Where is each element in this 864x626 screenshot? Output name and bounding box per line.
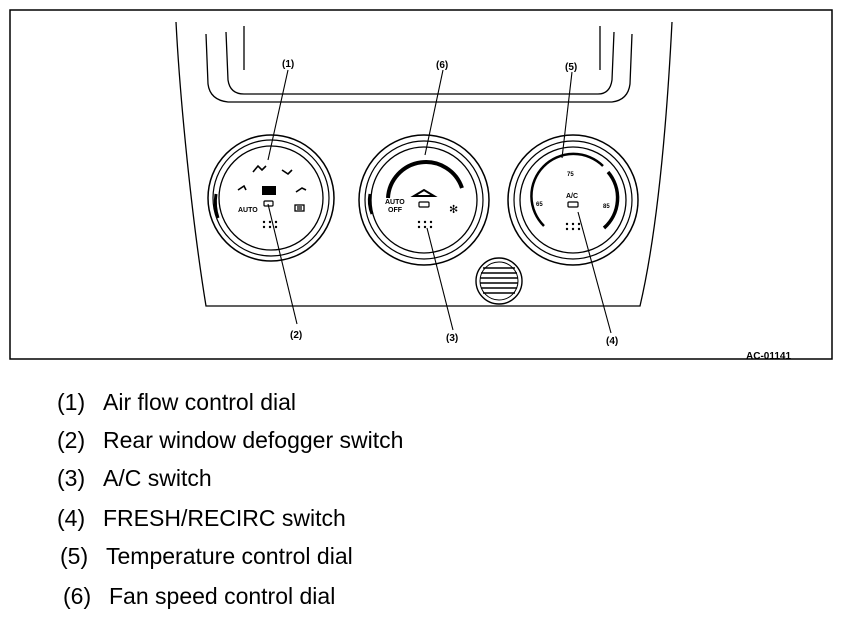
legend-item-2: (2) Rear window defogger switch <box>57 426 403 454</box>
fresh-recirc-switch[interactable] <box>567 201 579 208</box>
legend-item-3: (3) A/C switch <box>57 464 212 492</box>
legend-number: (4) <box>57 505 86 531</box>
callout-4: (4) <box>606 336 618 347</box>
fan-icon: ✻ <box>449 204 458 216</box>
legend: (1) Air flow control dial (2) Rear window … <box>0 382 864 626</box>
indicator-dots <box>565 222 581 231</box>
ac-label: A/C <box>566 193 578 200</box>
indicator-dots <box>262 220 278 229</box>
legend-number: (5) <box>60 543 89 569</box>
temp-label-right: 85 <box>603 204 610 210</box>
temperature-control-dial[interactable]: 75 65 85 A/C <box>507 134 639 266</box>
fan-speed-control-dial[interactable]: AUTO OFF ✻ <box>358 134 490 266</box>
legend-item-5: (5) Temperature control dial <box>60 542 353 570</box>
temp-label-left: 65 <box>536 202 543 208</box>
air-flow-control-dial[interactable]: AUTO <box>207 134 335 262</box>
auto-off-label-line1: AUTO <box>385 199 405 206</box>
defrost-icon <box>262 186 276 195</box>
auto-off-label-line2: OFF <box>388 207 403 214</box>
callout-2: (2) <box>290 330 302 341</box>
figure-code: AC-01141 <box>746 351 791 362</box>
indicator-dots <box>417 220 433 229</box>
callout-1: (1) <box>282 59 294 70</box>
rear-defogger-icon <box>294 204 305 212</box>
callout-5: (5) <box>565 62 577 73</box>
legend-label: Temperature control dial <box>106 543 353 569</box>
temp-label-top: 75 <box>567 172 574 178</box>
auto-label: AUTO <box>238 207 258 214</box>
air-flow-mode-icon <box>237 164 307 193</box>
ac-switch[interactable] <box>418 201 430 208</box>
legend-label: Fan speed control dial <box>109 583 336 609</box>
leader-lines <box>267 69 612 334</box>
legend-number: (6) <box>63 583 92 609</box>
legend-number: (3) <box>57 465 86 491</box>
legend-item-6: (6) Fan speed control dial <box>63 582 335 610</box>
legend-label: Rear window defogger switch <box>103 427 404 453</box>
callout-3: (3) <box>446 333 458 344</box>
legend-number: (2) <box>57 427 86 453</box>
callout-6: (6) <box>436 60 448 71</box>
legend-item-4: (4) FRESH/RECIRC switch <box>57 504 346 532</box>
vent-grille <box>475 257 523 305</box>
legend-label: Air flow control dial <box>103 389 297 415</box>
legend-label: FRESH/RECIRC switch <box>103 505 346 531</box>
legend-label: A/C switch <box>103 465 212 491</box>
legend-item-1: (1) Air flow control dial <box>57 388 296 416</box>
recirc-icon <box>410 188 438 197</box>
figure-frame <box>9 9 833 360</box>
console-panel <box>175 21 673 307</box>
climate-control-diagram: AUTO AUTO OFF ✻ 75 <box>9 9 833 362</box>
legend-number: (1) <box>57 389 86 415</box>
